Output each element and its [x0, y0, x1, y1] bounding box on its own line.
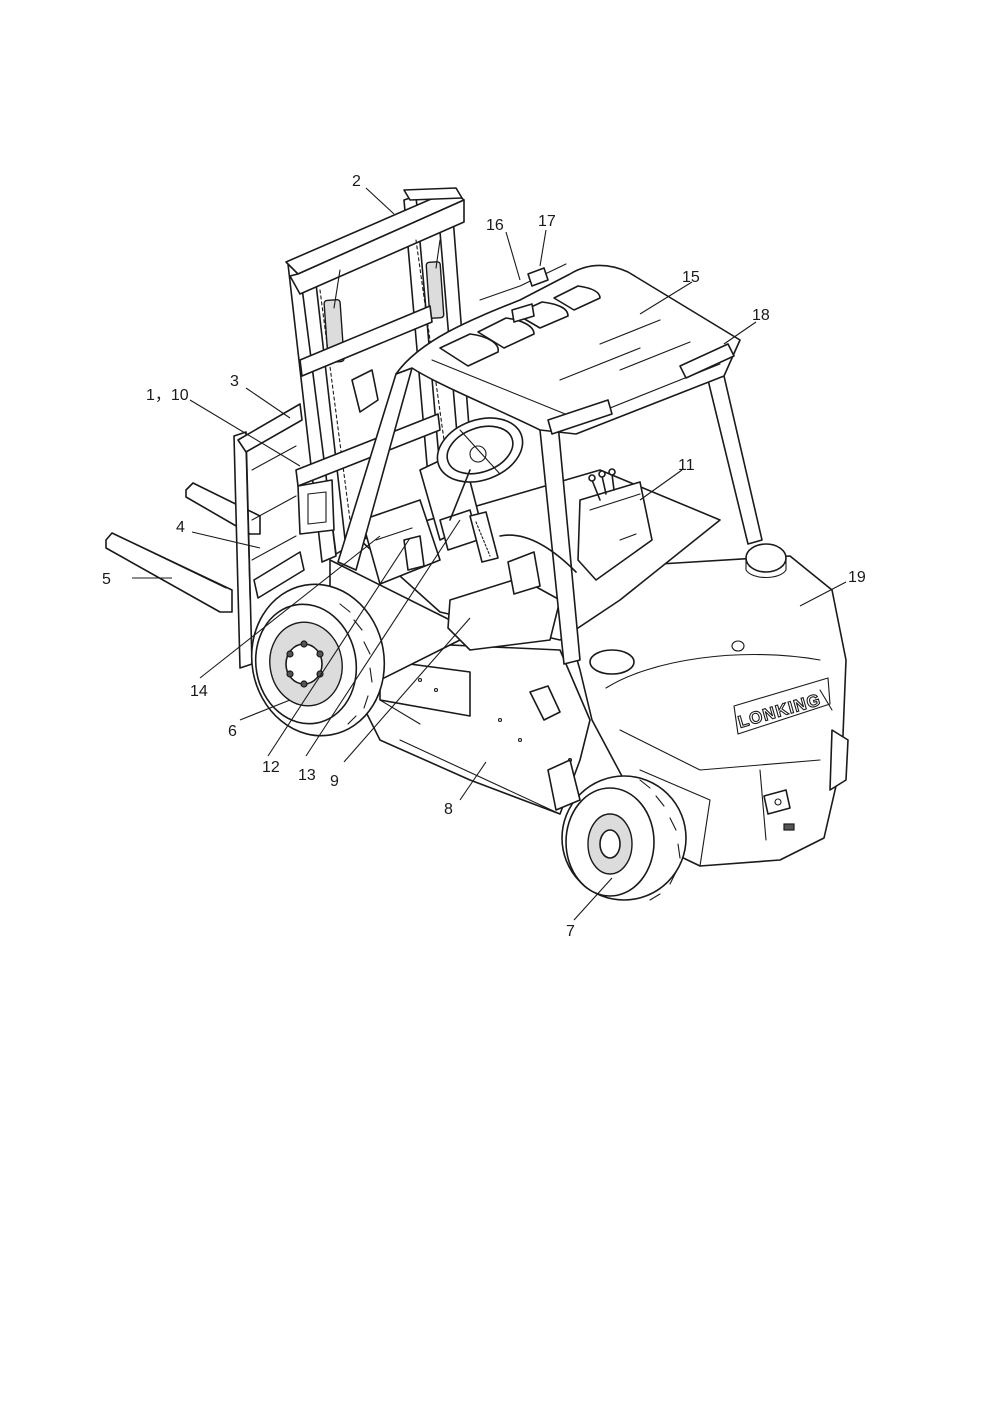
callout-1-10: 1，10	[146, 387, 189, 404]
callout-15: 15	[682, 269, 700, 286]
callout-16: 16	[486, 217, 504, 234]
callout-6: 6	[228, 723, 237, 740]
callout-19: 19	[848, 569, 866, 586]
callout-13: 13	[298, 767, 316, 784]
callout-11: 11	[678, 457, 695, 474]
callout-4: 4	[176, 519, 185, 536]
callout-7: 7	[566, 923, 575, 940]
callout-3: 3	[230, 373, 239, 390]
callout-14: 14	[190, 683, 208, 700]
callout-18: 18	[752, 307, 770, 324]
callout-12: 12	[262, 759, 280, 776]
callout-2: 2	[352, 173, 361, 190]
callout-8: 8	[444, 801, 453, 818]
callout-5: 5	[102, 571, 111, 588]
callout-9: 9	[330, 773, 339, 790]
callout-17: 17	[538, 213, 556, 230]
